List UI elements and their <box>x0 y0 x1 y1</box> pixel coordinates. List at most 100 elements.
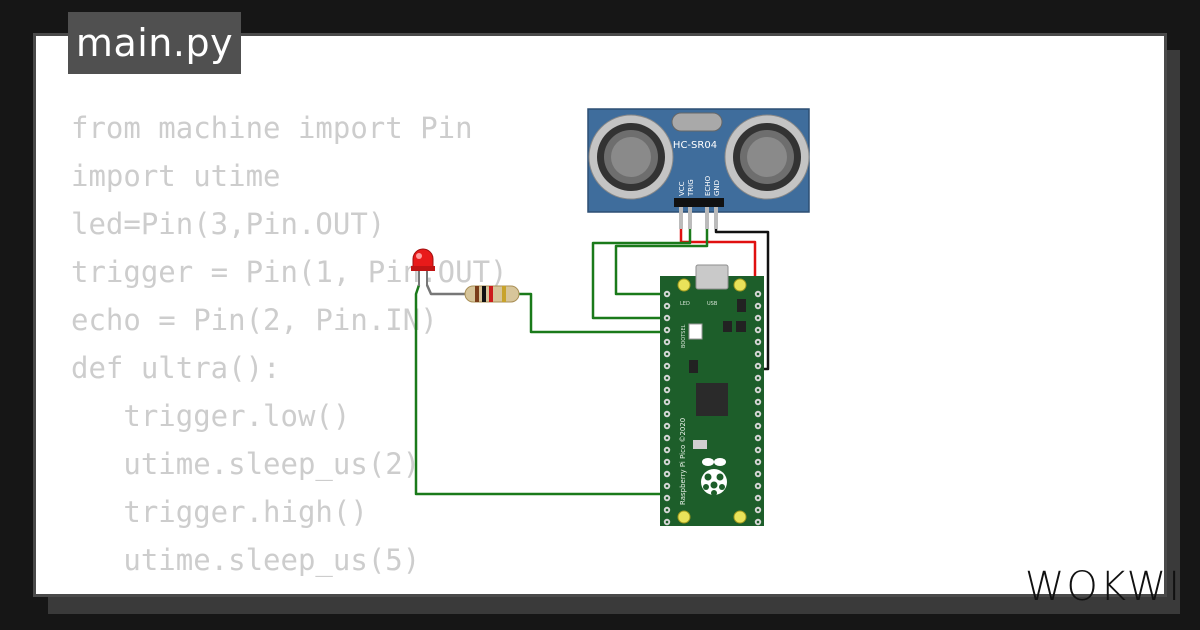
pico-pin-hole <box>756 448 760 452</box>
code-line: trigger.low() <box>71 584 508 594</box>
wires <box>414 229 770 496</box>
usb-connector <box>695 264 729 290</box>
sensor-pin-label: GND <box>713 180 721 196</box>
smd-component <box>737 299 746 312</box>
pico-pin-hole <box>665 520 669 524</box>
sensor-header <box>674 198 724 207</box>
mount-hole <box>733 278 747 292</box>
resistor-band <box>482 286 486 302</box>
code-editor: from machine import Pin import utime led=P… <box>71 104 508 594</box>
pico-pin-headers <box>663 290 762 526</box>
pico-pin-hole <box>756 424 760 428</box>
sensor-pin-label: VCC <box>678 181 686 196</box>
pico-pin-hole <box>756 316 760 320</box>
smd-component <box>693 440 707 449</box>
pico-pin-hole <box>665 376 669 380</box>
pico-pin-hole <box>756 292 760 296</box>
pico-pin-hole <box>665 460 669 464</box>
pico-board-label: Raspberry Pi Pico ©2020 <box>679 418 687 505</box>
pico-led-label: LED <box>680 301 690 307</box>
pico-pin-hole <box>756 460 760 464</box>
led-highlight <box>416 253 422 259</box>
wire-resistor <box>519 292 667 334</box>
pico-pin-hole <box>756 472 760 476</box>
pico-pin-hole <box>756 340 760 344</box>
pico-usb-label: USB <box>707 301 718 307</box>
pico-pin-hole <box>665 472 669 476</box>
code-line: utime.sleep_us(2) <box>71 447 421 481</box>
pico-pin-hole <box>665 424 669 428</box>
pico-pin-hole <box>665 292 669 296</box>
mount-hole <box>733 510 747 524</box>
led-lead <box>425 284 465 296</box>
mount-hole <box>677 510 691 524</box>
led-rim <box>411 266 435 271</box>
code-line: trigger.low() <box>71 399 351 433</box>
bootsel-button <box>688 323 703 340</box>
pico-pin-hole <box>756 436 760 440</box>
sensor-pin-label: ECHO <box>704 175 712 196</box>
pico-pin-hole <box>665 508 669 512</box>
preview-card: from machine import Pin import utime led=P… <box>33 33 1167 597</box>
pico-pin-hole <box>665 304 669 308</box>
resistor-band <box>489 286 493 302</box>
pico-pin-hole <box>756 520 760 524</box>
pico-pin-hole <box>756 412 760 416</box>
pico-pin-hole <box>756 496 760 500</box>
smd-component <box>689 360 698 373</box>
code-line: from machine import Pin <box>71 111 473 145</box>
resistor[interactable] <box>464 285 520 303</box>
pico-pin-hole <box>756 328 760 332</box>
code-line: utime.sleep_us(5) <box>71 543 421 577</box>
sensor-crystal <box>671 112 723 132</box>
pico-pin-hole <box>665 484 669 488</box>
resistor-band <box>502 286 506 302</box>
wire-led-gnd <box>414 284 667 496</box>
pico-pin-hole <box>756 376 760 380</box>
sensor-transducer-right <box>724 114 810 200</box>
pico-pin-hole <box>756 364 760 368</box>
sensor-label: HC-SR04 <box>673 140 717 151</box>
code-line: trigger.high() <box>71 495 368 529</box>
pico-pin-hole <box>665 448 669 452</box>
code-line: trigger = Pin(1, Pin.OUT) <box>71 255 508 289</box>
pico-pin-hole <box>665 412 669 416</box>
pico-pin-hole <box>665 316 669 320</box>
pico-pin-hole <box>665 340 669 344</box>
circuit-diagram: HC-SR04 VCC TRIG ECHO GND <box>411 108 810 526</box>
pico-pin-hole <box>665 388 669 392</box>
red-led[interactable] <box>411 248 435 286</box>
pico-pin-hole <box>756 400 760 404</box>
smd-component <box>736 321 746 332</box>
sensor-transducer-left <box>588 114 674 200</box>
sensor-pin <box>714 207 718 229</box>
sensor-pin-label: TRIG <box>687 179 695 197</box>
wokwi-logo: WOKWI <box>1024 564 1182 610</box>
sensor-pin <box>705 207 709 229</box>
pico-pin-hole <box>665 436 669 440</box>
pico-pin-hole <box>756 388 760 392</box>
resistor-band <box>475 286 479 302</box>
wire-trig <box>591 229 692 320</box>
pico-pin-hole <box>665 400 669 404</box>
pico-pin-hole <box>756 484 760 488</box>
code-line: import utime <box>71 159 281 193</box>
file-tab: main.py <box>68 12 241 74</box>
code-line: echo = Pin(2, Pin.IN) <box>71 303 438 337</box>
bootsel-label: BOOTSEL <box>681 324 687 348</box>
code-line: led=Pin(3,Pin.OUT) <box>71 207 386 241</box>
raspberry-pi-pico[interactable]: LED USB BOOTSEL Raspberry Pi Pico ©2020 <box>660 264 764 526</box>
pico-pin-hole <box>665 496 669 500</box>
code-line: def ultra(): <box>71 351 281 385</box>
smd-component <box>723 321 732 332</box>
led-dome <box>412 248 434 268</box>
rp2040-chip <box>696 383 728 416</box>
pico-pin-hole <box>665 364 669 368</box>
mount-hole <box>677 278 691 292</box>
ultrasonic-sensor[interactable]: HC-SR04 VCC TRIG ECHO GND <box>587 108 810 229</box>
sensor-pin <box>688 207 692 229</box>
pico-pin-hole <box>756 304 760 308</box>
sensor-pin <box>679 207 683 229</box>
pico-pin-hole <box>665 328 669 332</box>
wire-echo <box>614 229 709 296</box>
